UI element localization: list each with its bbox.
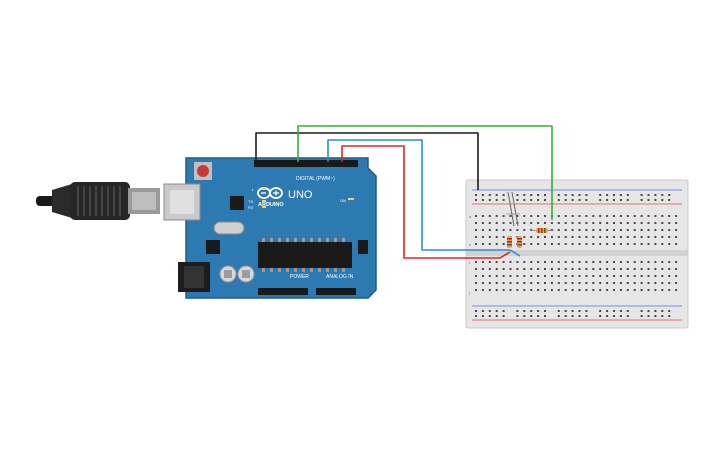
wire-blue <box>327 139 521 257</box>
resistor-icon[interactable] <box>507 236 512 248</box>
on-label: ON <box>340 198 346 203</box>
resistor-icon[interactable] <box>530 228 554 233</box>
onboard-leds <box>262 188 354 208</box>
wire-black-gnd <box>255 132 479 190</box>
wires[interactable] <box>255 125 553 259</box>
usb-cable[interactable] <box>36 182 160 220</box>
resistor-icon[interactable] <box>517 236 522 248</box>
led-label-l: L <box>252 187 255 192</box>
wire-red <box>341 145 511 259</box>
analog-header[interactable] <box>316 288 356 295</box>
breadboard-holes[interactable] <box>475 194 678 317</box>
crystal-oscillator <box>213 221 245 235</box>
row-letter-e: e <box>469 242 472 247</box>
voltage-regulator <box>206 240 220 254</box>
capacitor-icon <box>219 265 255 283</box>
icsp-header <box>358 240 368 254</box>
board-model: UNO <box>288 189 313 201</box>
led-label-tx: TX <box>248 199 253 204</box>
power-label: POWER <box>290 274 309 280</box>
row-letter-j: j <box>468 290 470 295</box>
digital-header[interactable] <box>254 160 358 167</box>
breadboard[interactable]: a e f j <box>465 179 689 329</box>
reset-button[interactable] <box>194 162 212 180</box>
row-letter-f: f <box>469 260 471 265</box>
arduino-uno-board[interactable]: ARDUINO UNO DIGITAL (PWM~) POWER ANALOG … <box>163 157 377 299</box>
led-label-rx: RX <box>248 205 254 210</box>
analog-label: ANALOG IN <box>326 274 354 280</box>
row-letter-a: a <box>469 214 472 219</box>
digital-label: DIGITAL (PWM~) <box>296 176 335 182</box>
power-header[interactable] <box>258 288 308 295</box>
atmega-chip <box>258 242 352 268</box>
wire-green <box>297 125 553 220</box>
led-component[interactable] <box>506 191 520 227</box>
usb-chip <box>230 196 244 210</box>
logo-text: ARDUINO <box>258 202 284 208</box>
